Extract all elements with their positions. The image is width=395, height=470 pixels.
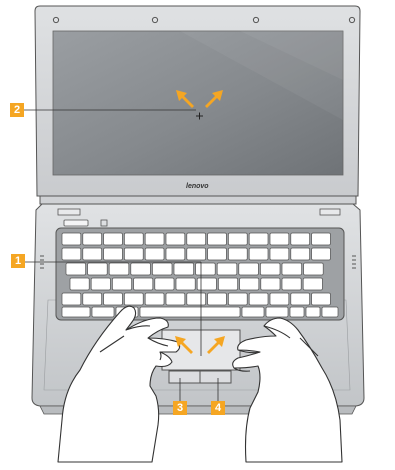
keyboard-key: [266, 307, 288, 317]
keyboard-key: [290, 307, 304, 317]
keyboard-key: [124, 248, 143, 260]
keyboard-key: [282, 263, 302, 275]
hinge: [40, 196, 356, 204]
keyboard-key: [312, 233, 331, 245]
keyboard-key: [242, 307, 264, 317]
keyboard-key: [187, 233, 206, 245]
keyboard: [56, 228, 344, 320]
keyboard-key: [176, 278, 195, 290]
keyboard-key: [270, 293, 289, 305]
keyboard-key: [208, 293, 227, 305]
keyboard-key: [260, 263, 280, 275]
keyboard-key: [208, 233, 227, 245]
keyboard-key: [140, 307, 240, 317]
keyboard-key: [196, 263, 216, 275]
keyboard-key: [240, 278, 259, 290]
laptop-screen: [53, 31, 343, 175]
keyboard-key: [145, 233, 164, 245]
keyboard-key: [88, 263, 108, 275]
callout-4: 4: [211, 401, 225, 415]
keyboard-key: [174, 263, 194, 275]
keyboard-key: [322, 307, 338, 317]
keyboard-key: [166, 293, 185, 305]
keyboard-key: [187, 293, 206, 305]
keyboard-key: [249, 233, 268, 245]
keyboard-key: [155, 278, 174, 290]
keyboard-key: [92, 307, 114, 317]
power-button: [64, 220, 88, 226]
keyboard-key: [291, 293, 310, 305]
callout-3: 3: [173, 401, 187, 415]
keyboard-key: [62, 233, 81, 245]
callout-1: 1: [11, 254, 25, 268]
keyboard-key: [124, 293, 143, 305]
keyboard-key: [291, 233, 310, 245]
keyboard-key: [124, 233, 143, 245]
keyboard-key: [152, 263, 172, 275]
keyboard-key: [306, 307, 320, 317]
keyboard-key: [134, 278, 153, 290]
keyboard-key: [109, 263, 129, 275]
keyboard-key: [91, 278, 110, 290]
keyboard-key: [208, 248, 227, 260]
keyboard-key: [104, 248, 123, 260]
keyboard-key: [166, 248, 185, 260]
keyboard-key: [291, 248, 310, 260]
keyboard-key: [312, 248, 331, 260]
keyboard-key: [104, 233, 123, 245]
keyboard-key: [62, 293, 81, 305]
keyboard-key: [166, 233, 185, 245]
keyboard-key: [62, 248, 81, 260]
keyboard-key: [83, 293, 102, 305]
keyboard-key: [270, 248, 289, 260]
keyboard-key: [197, 278, 216, 290]
keyboard-key: [145, 248, 164, 260]
keyboard-key: [83, 248, 102, 260]
brand-logo: lenovo: [186, 183, 209, 190]
keyboard-key: [112, 278, 131, 290]
keyboard-key: [249, 293, 268, 305]
keyboard-key: [218, 278, 237, 290]
keyboard-key: [83, 233, 102, 245]
keyboard-key: [131, 263, 151, 275]
keyboard-key: [104, 293, 123, 305]
keyboard-key: [187, 248, 206, 260]
callout-2: 2: [10, 103, 24, 117]
keyboard-key: [62, 307, 90, 317]
keyboard-key: [239, 263, 259, 275]
keyboard-key: [228, 248, 247, 260]
keyboard-key: [304, 263, 324, 275]
keyboard-key: [66, 263, 86, 275]
keyboard-key: [282, 278, 301, 290]
keyboard-key: [303, 278, 322, 290]
keyboard-key: [312, 293, 331, 305]
keyboard-key: [261, 278, 280, 290]
keyboard-key: [249, 248, 268, 260]
keyboard-key: [217, 263, 237, 275]
keyboard-key: [228, 293, 247, 305]
keyboard-key: [228, 233, 247, 245]
keyboard-key: [270, 233, 289, 245]
keyboard-key: [70, 278, 89, 290]
keyboard-key: [145, 293, 164, 305]
